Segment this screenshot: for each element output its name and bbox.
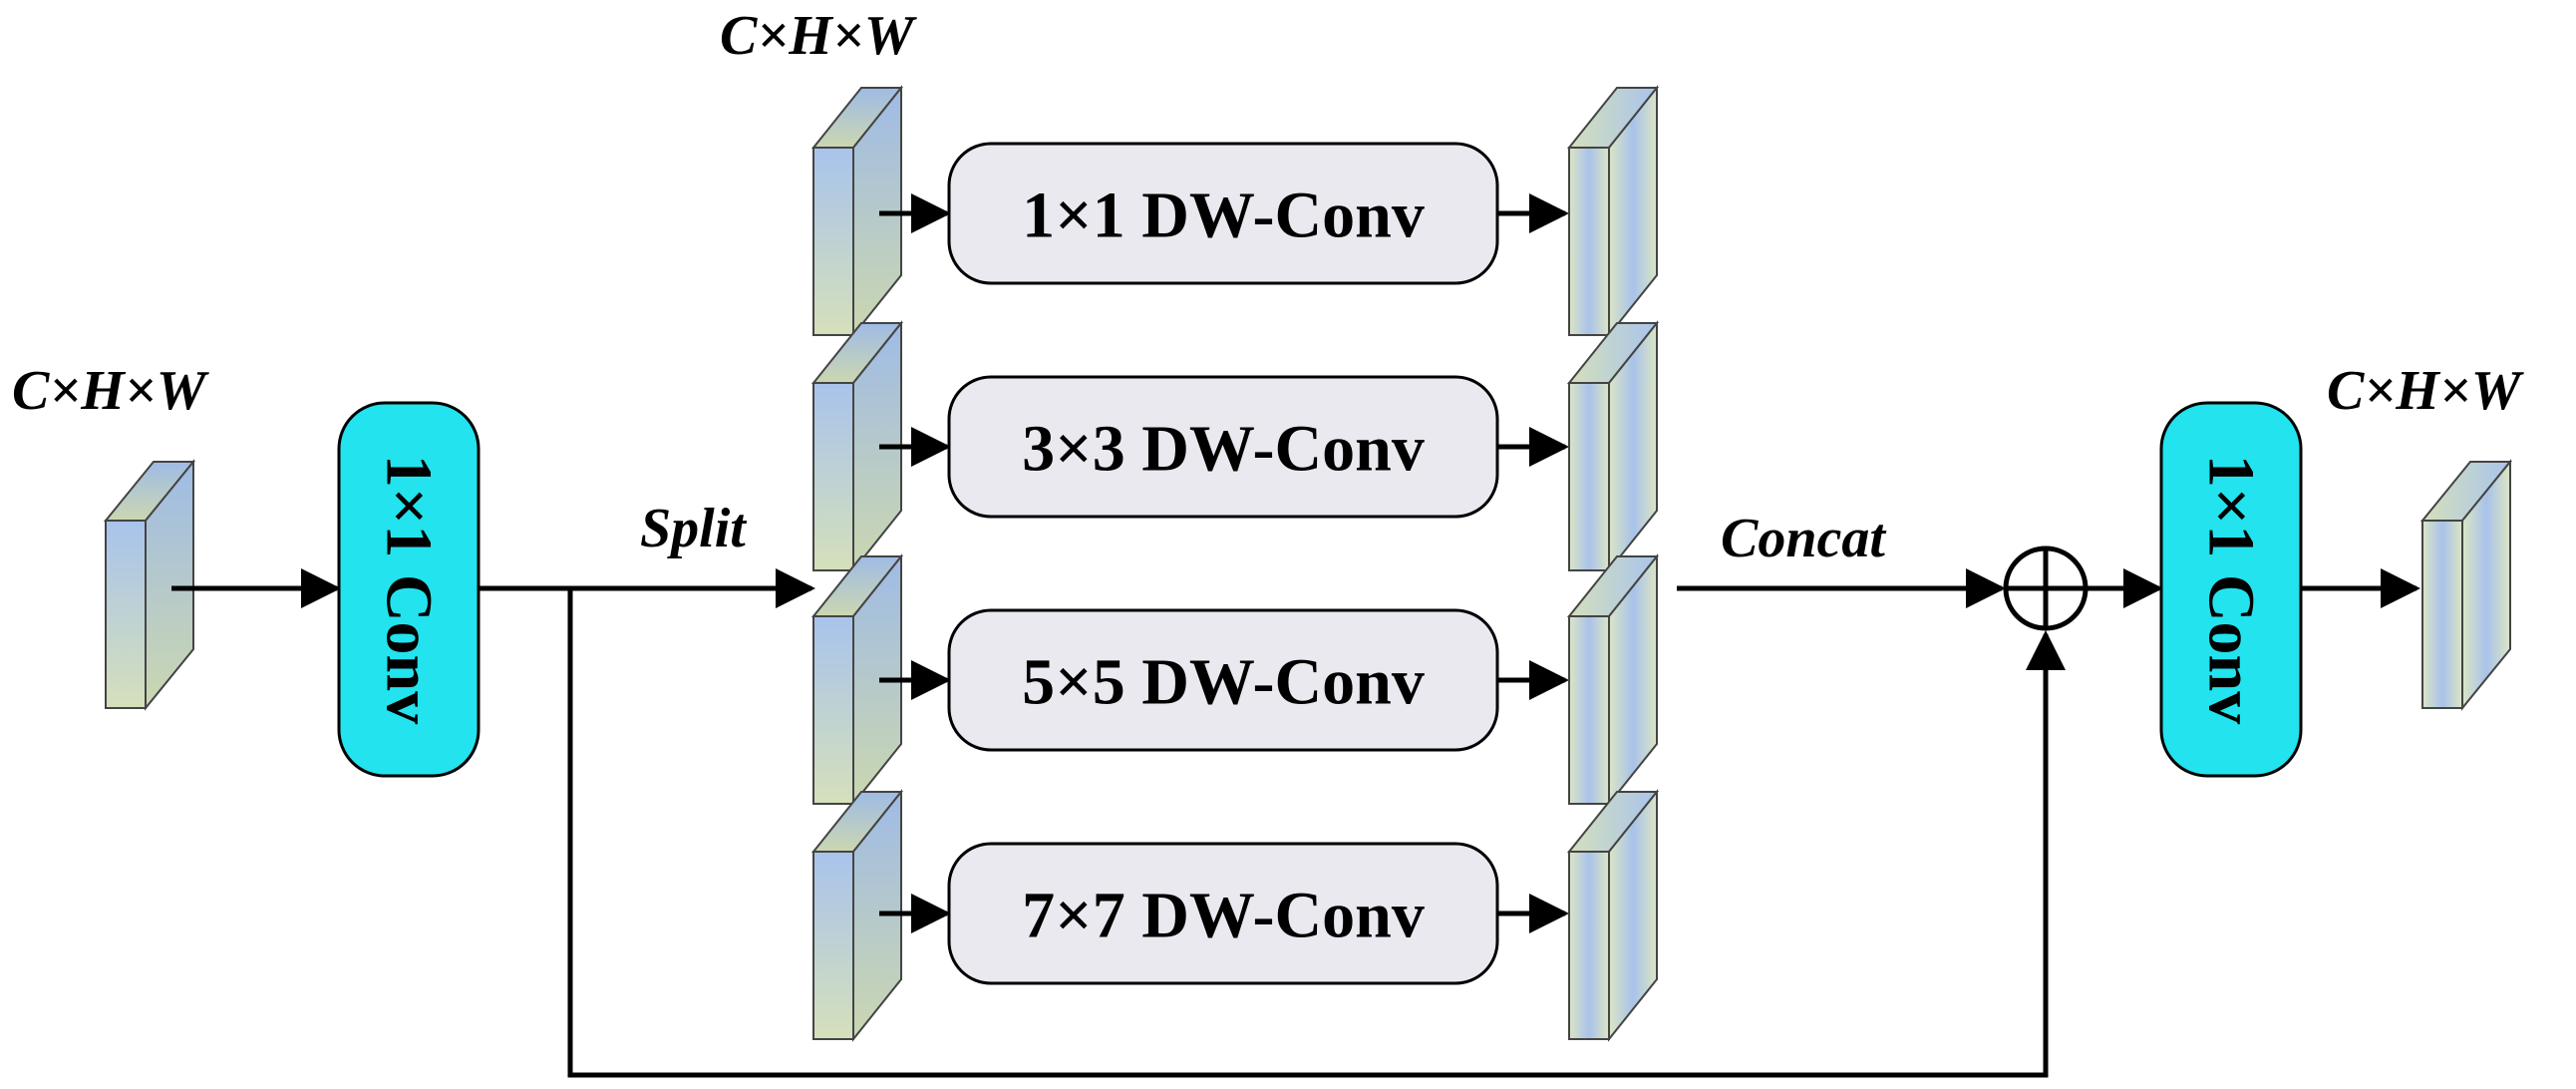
- output-dims-label: C×H×W: [2327, 360, 2525, 422]
- input-dims-label: C×H×W: [12, 360, 210, 422]
- split-tensor: [810, 553, 904, 807]
- add-node: [2003, 545, 2089, 631]
- dw-output-tensor: [1566, 320, 1660, 573]
- conv-out-label: 1×1 Conv: [2195, 455, 2268, 724]
- dw-conv-label: 5×5 DW-Conv: [1022, 646, 1425, 719]
- conv-out-block: 1×1 Conv: [2159, 401, 2303, 778]
- split-dims-label: C×H×W: [720, 5, 918, 67]
- dw-output-tensor: [1566, 85, 1660, 338]
- output-tensor: [2419, 459, 2513, 711]
- concat-label: Concat: [1721, 508, 1886, 569]
- dw-conv-row: 5×5 DW-Conv: [879, 608, 1569, 752]
- split-label: Split: [640, 498, 747, 559]
- dw-output-tensors: [1566, 85, 1660, 1042]
- dw-output-tensor: [1566, 553, 1660, 807]
- dw-conv-label: 7×7 DW-Conv: [1022, 880, 1425, 952]
- dw-output-tensor: [1566, 789, 1660, 1042]
- conv-in-label: 1×1 Conv: [373, 455, 446, 724]
- dw-conv-row: 1×1 DW-Conv: [879, 142, 1569, 285]
- split-tensors: [810, 85, 904, 1042]
- residual-connection: [567, 588, 2066, 1078]
- dw-conv-row: 7×7 DW-Conv: [879, 842, 1569, 985]
- split-tensor: [810, 320, 904, 573]
- conv-in-block: 1×1 Conv: [337, 401, 481, 778]
- dw-conv-label: 1×1 DW-Conv: [1022, 180, 1425, 252]
- input-tensor: [103, 459, 196, 711]
- split-tensor: [810, 789, 904, 1042]
- split-tensor: [810, 85, 904, 338]
- dw-conv-label: 3×3 DW-Conv: [1022, 413, 1425, 486]
- dw-conv-row: 3×3 DW-Conv: [879, 375, 1569, 519]
